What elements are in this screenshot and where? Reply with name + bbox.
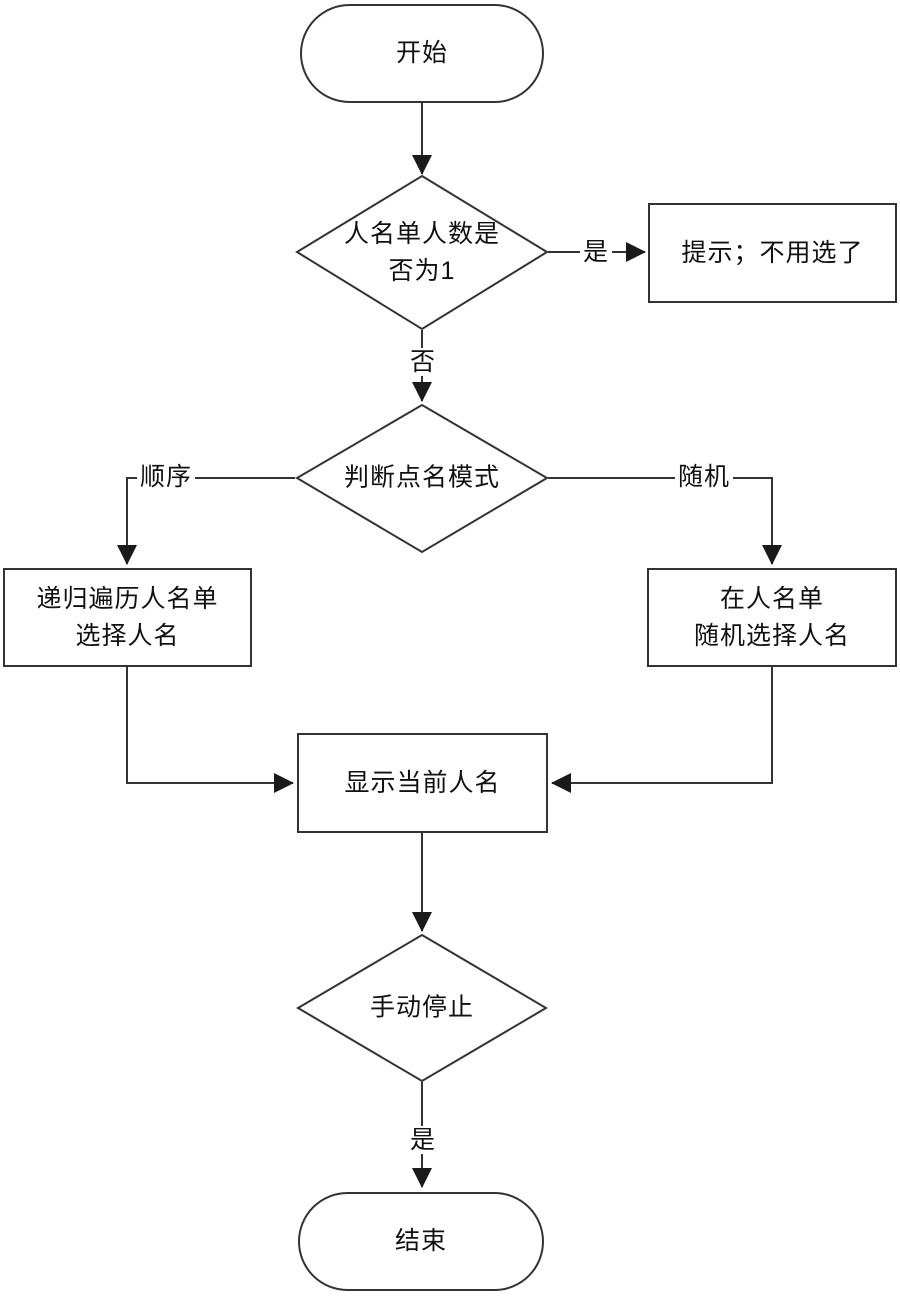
connector-sequential-to-display: [126, 667, 294, 793]
end-terminator: 结束: [298, 1192, 544, 1291]
edge-label-mode-sequential: 顺序: [136, 463, 196, 491]
manual-stop-diamond-label: 手动停止: [369, 993, 475, 1022]
connector-mode-check-to-random: [548, 477, 782, 565]
prompt-process-box: 提示；不用选了: [648, 203, 897, 303]
manual-stop-diamond-shape: [296, 933, 548, 1083]
connector-random-to-display: [551, 667, 773, 793]
mode-check-diamond-shape: [295, 403, 549, 554]
count-check-diamond-shape: [295, 174, 549, 331]
count-check-diamond-label: 人名单人数是 否为1: [343, 220, 501, 285]
mode-check-diamond-label: 判断点名模式: [343, 463, 501, 492]
edge-label-stop-yes: 是: [406, 1126, 440, 1154]
edge-label-mode-random: 随机: [674, 463, 734, 491]
start-terminator: 开始: [300, 4, 544, 103]
connector-mode-check-to-sequential: [117, 477, 295, 565]
sequential-pick-process-box: 递归遍历人名单 选择人名: [3, 568, 252, 667]
edge-label-count-no: 否: [406, 348, 440, 376]
edge-label-count-yes: 是: [579, 238, 613, 266]
random-pick-process-box: 在人名单 随机选择人名: [647, 568, 897, 667]
display-name-process-box: 显示当前人名: [297, 733, 548, 833]
